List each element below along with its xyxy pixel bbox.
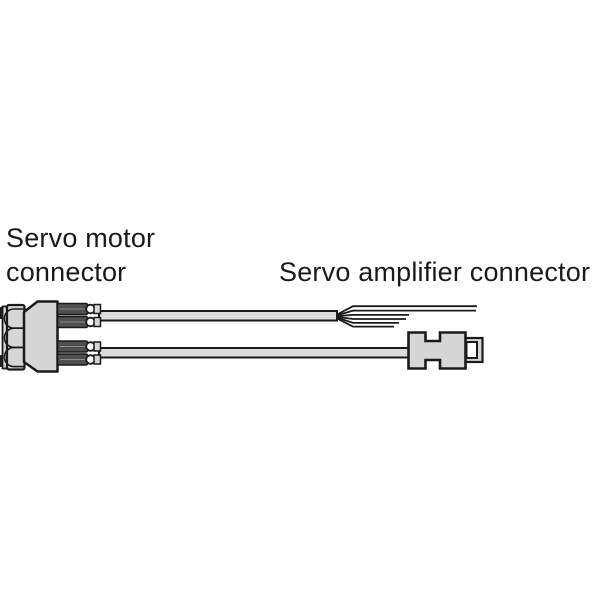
servo-amplifier-connector-drawing	[407, 331, 484, 370]
motor-connector-housing	[22, 300, 59, 373]
servo-motor-label-line2: connector	[6, 257, 127, 287]
servo-motor-label: Servo motor connector	[6, 221, 155, 289]
servo-motor-label-line1: Servo motor	[6, 223, 156, 253]
bottom-cable	[98, 347, 411, 359]
motor-connector-boot	[5, 303, 26, 371]
motor-connector-collars	[93, 303, 102, 365]
motor-connector-bushings	[56, 302, 89, 366]
top-cable	[98, 310, 338, 322]
servo-amplifier-label-text: Servo amplifier connector	[279, 257, 591, 287]
wire-leads	[337, 305, 477, 328]
amplifier-connector-body	[407, 331, 467, 370]
amplifier-connector-tab-window	[465, 341, 478, 359]
servo-amplifier-label: Servo amplifier connector	[279, 255, 590, 289]
servo-motor-connector-drawing	[0, 300, 102, 373]
